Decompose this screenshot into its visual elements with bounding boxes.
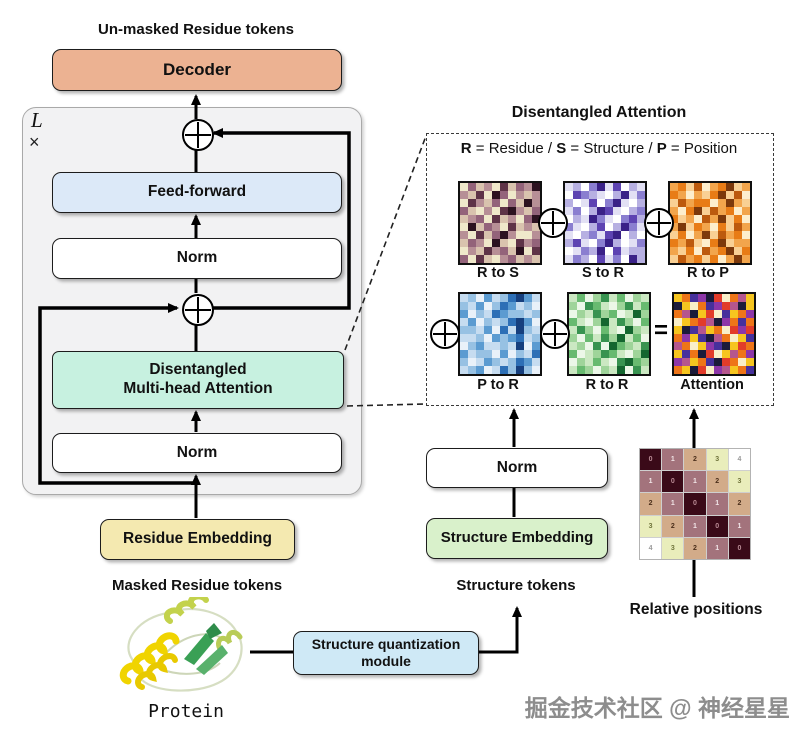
watermark: 掘金技术社区 @ 神经星星 bbox=[524, 695, 790, 721]
quant-label-line1: Structure quantization bbox=[311, 635, 461, 652]
attention-label-line1: Disentangled bbox=[149, 361, 247, 379]
plus-icon-3 bbox=[430, 319, 460, 349]
norm-top-label: Norm bbox=[176, 249, 218, 267]
heatmap-label-r-to-s: R to S bbox=[477, 265, 519, 281]
structure-tokens-label: Structure tokens bbox=[456, 577, 576, 594]
heatmap-attention bbox=[672, 292, 756, 376]
heatmap-label-r-to-r: R to R bbox=[585, 377, 629, 393]
protein-helix-yellowgreen bbox=[163, 597, 209, 624]
protein-helix-right bbox=[216, 629, 243, 652]
heatmap-label-s-to-r: S to R bbox=[582, 265, 624, 281]
dashed-callout-top bbox=[344, 135, 427, 351]
legend-s-key: S bbox=[556, 140, 567, 157]
plus-icon-4 bbox=[540, 319, 570, 349]
legend-p-text: = Position bbox=[666, 140, 738, 157]
equals-symbol: = bbox=[653, 317, 668, 344]
attention-label-line2: Multi-head Attention bbox=[123, 380, 273, 397]
heatmap-r-to-s bbox=[458, 181, 542, 265]
heatmap-r-to-p bbox=[668, 181, 752, 265]
decoder-box: Decoder bbox=[52, 49, 342, 91]
feed-forward-label: Feed-forward bbox=[147, 183, 247, 201]
add-node-bottom-icon bbox=[182, 294, 214, 326]
heatmap-p-to-r bbox=[458, 292, 542, 376]
legend-p-key: P bbox=[656, 140, 667, 157]
times-symbol: × bbox=[29, 132, 40, 152]
norm-right-label: Norm bbox=[496, 458, 538, 476]
legend-s-text: = Structure / bbox=[566, 140, 657, 157]
residual-skip-right bbox=[209, 128, 351, 310]
plus-icon-2 bbox=[644, 208, 674, 238]
heatmap-label-p-to-r: P to R bbox=[477, 377, 519, 393]
legend-r-text: = Residue / bbox=[471, 140, 557, 157]
masked-tokens-label: Masked Residue tokens bbox=[111, 577, 283, 594]
dashed-callout-bottom bbox=[346, 403, 427, 407]
norm-right-box: Norm bbox=[426, 448, 608, 488]
protein-sheet-1 bbox=[184, 633, 214, 665]
protein-sheet-2 bbox=[196, 645, 228, 675]
unmasked-tokens-label: Un-masked Residue tokens bbox=[98, 21, 294, 38]
layer-count-label: L bbox=[31, 108, 43, 132]
norm-top-box: Norm bbox=[52, 238, 342, 279]
residual-skip-left bbox=[38, 303, 196, 485]
protein-image bbox=[119, 597, 243, 692]
feed-forward-box: Feed-forward bbox=[52, 172, 342, 213]
heatmap-r-to-r bbox=[567, 292, 651, 376]
structure-embedding-box: Structure Embedding bbox=[426, 518, 608, 559]
heatmap-s-to-r bbox=[563, 181, 647, 265]
heatmap-label-attention: Attention bbox=[680, 377, 744, 393]
add-node-top-icon bbox=[182, 119, 214, 151]
protein-helix-yellow bbox=[119, 632, 180, 685]
norm-bottom-box: Norm bbox=[52, 433, 342, 473]
structure-quantization-box: Structure quantization module bbox=[293, 631, 479, 675]
panel-legend: R = Residue / S = Structure / P = Positi… bbox=[426, 140, 772, 157]
norm-bottom-label: Norm bbox=[176, 443, 218, 461]
protein-label: Protein bbox=[148, 701, 224, 722]
disentangled-attention-box: Disentangled Multi-head Attention bbox=[52, 351, 344, 409]
protein-sheet-3 bbox=[206, 623, 222, 639]
protein-helix-yellow2 bbox=[135, 653, 178, 690]
residue-embedding-box: Residue Embedding bbox=[100, 519, 295, 560]
panel-title: Disentangled Attention bbox=[511, 104, 687, 121]
heatmap-label-r-to-p: R to P bbox=[687, 265, 729, 281]
decoder-label: Decoder bbox=[162, 59, 232, 79]
structure-embedding-label: Structure Embedding bbox=[440, 529, 594, 547]
plus-icon-1 bbox=[538, 208, 568, 238]
residue-embedding-label: Residue Embedding bbox=[123, 530, 272, 548]
relative-positions-label: Relative positions bbox=[629, 601, 763, 618]
arrow-quant-to-tokens bbox=[477, 606, 522, 654]
quant-label-line2: module bbox=[361, 653, 411, 669]
legend-r-key: R bbox=[460, 140, 472, 157]
